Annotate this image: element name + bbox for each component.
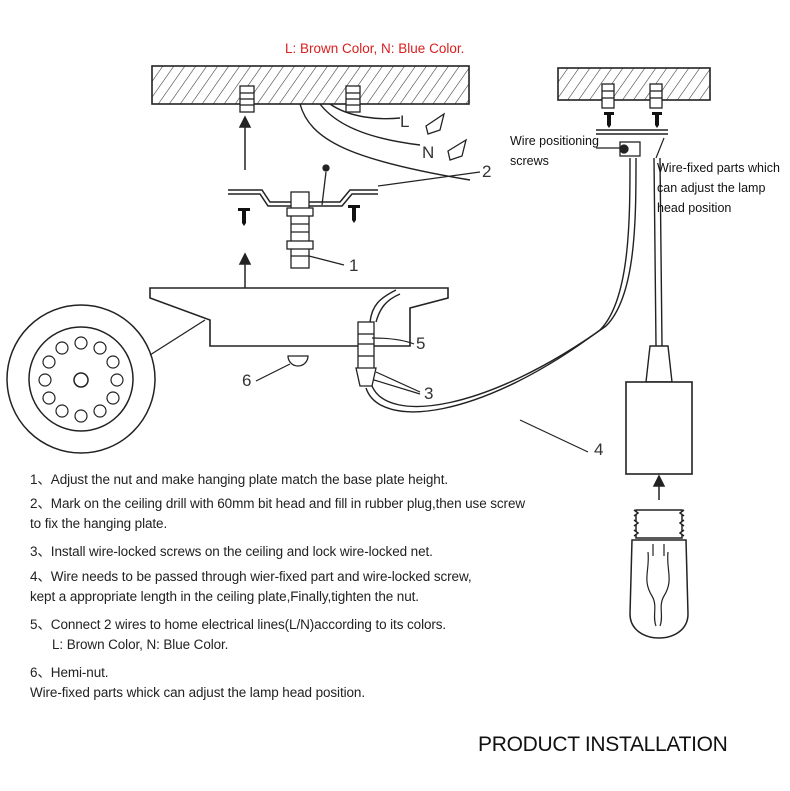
footer-title: PRODUCT INSTALLATION: [478, 733, 728, 756]
label-6: 6: [242, 371, 252, 390]
wire-locked-screw: [355, 321, 377, 387]
header-legend: L: Brown Color, N: Blue Color.: [285, 41, 465, 56]
label-3: 3: [424, 384, 434, 403]
right-screws: [604, 112, 662, 128]
cable-into-canopy: [369, 289, 401, 323]
canopy-top-view: [6, 304, 156, 454]
number-leaders: [255, 171, 589, 453]
right-bracket: [596, 129, 668, 135]
mounting-screws: [238, 205, 360, 226]
step-6: 6、Hemi-nut.: [30, 665, 109, 680]
canopy-holes: [38, 336, 124, 423]
lamp-holder: [625, 381, 693, 475]
step-4-cont: kept a appropriate length in the ceiling…: [30, 589, 419, 604]
wire-terminals: [425, 112, 468, 161]
callout-wire-positioning-line1: Wire positioning: [510, 134, 599, 148]
threaded-rod: [286, 191, 314, 269]
bulb: [629, 509, 689, 639]
label-1: 1: [349, 256, 359, 275]
callout-wire-fixed-line3: head position: [657, 201, 732, 215]
bracket-screw: [321, 164, 330, 206]
step-3: 3、Install wire-locked screws on the ceil…: [30, 544, 433, 559]
wire-positioning-screw: [619, 141, 641, 157]
step-1: 1、Adjust the nut and make hanging plate …: [30, 472, 448, 487]
step-2: 2、Mark on the ceiling drill with 60mm bi…: [30, 496, 526, 511]
callout-wire-fixed-line1: Wire-fixed parts which: [657, 161, 780, 175]
bulb-filament: [646, 544, 670, 627]
step-5: 5、Connect 2 wires to home electrical lin…: [30, 617, 447, 632]
ceiling-wires: [299, 103, 471, 181]
callout-wire-positioning-line2: screws: [510, 154, 549, 168]
right-ceiling-plugs: [601, 83, 663, 109]
label-4: 4: [594, 440, 604, 459]
left-ceiling-plugs: [239, 85, 361, 113]
view-leader: [149, 319, 206, 356]
right-ceiling: [557, 67, 711, 101]
label-N: N: [422, 143, 435, 162]
suspension-cable: [365, 157, 637, 413]
label-2: 2: [482, 162, 492, 181]
hemi-nut: [287, 355, 309, 367]
step-5-colors: L: Brown Color, N: Blue Color.: [52, 637, 229, 652]
label-5: 5: [416, 334, 426, 353]
base-canopy: [149, 287, 449, 347]
callout-leaders: [596, 137, 665, 159]
cord-grip: [645, 345, 673, 383]
step-2-cont: to fix the hanging plate.: [30, 516, 168, 531]
step-4: 4、Wire needs to be passed through wier-f…: [30, 569, 472, 584]
left-ceiling: [151, 65, 470, 105]
label-L: L: [400, 112, 410, 131]
step-6-cont: Wire-fixed parts whick can adjust the la…: [30, 685, 365, 700]
lamp-cord: [653, 157, 663, 347]
callout-wire-fixed-line2: can adjust the lamp: [657, 181, 766, 195]
bulb-arrow: [652, 474, 666, 500]
